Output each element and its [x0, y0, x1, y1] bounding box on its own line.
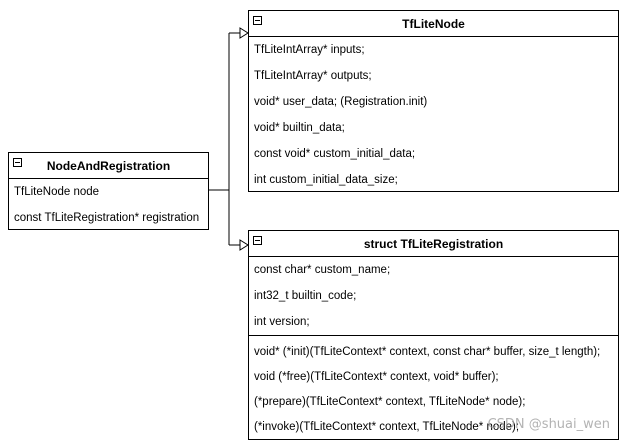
field-row: TfLiteIntArray* inputs;: [254, 44, 365, 56]
tflite-node-class[interactable]: TfLiteNode TfLiteIntArray* inputs; TfLit…: [248, 10, 619, 192]
field-row: TfLiteIntArray* outputs;: [254, 70, 372, 82]
tflite-node-header[interactable]: TfLiteNode: [249, 11, 618, 37]
node-and-registration-class[interactable]: NodeAndRegistration TfLiteNode node cons…: [8, 152, 209, 230]
field-row: const void* custom_initial_data;: [254, 148, 416, 160]
field-row: int version;: [254, 316, 310, 328]
tflite-registration-title: struct TfLiteRegistration: [363, 236, 504, 251]
field-row: void* builtin_data;: [254, 122, 345, 134]
registration-fields: const char* custom_name; int32_t builtin…: [249, 257, 618, 335]
collapse-icon[interactable]: [13, 158, 22, 167]
field-row: int32_t builtin_code;: [254, 290, 357, 302]
field-row: void* user_data; (Registration.init): [254, 96, 428, 108]
node-and-registration-header[interactable]: NodeAndRegistration: [9, 153, 208, 179]
watermark: CSDN @shuai_wen: [487, 417, 610, 432]
node-and-registration-title: NodeAndRegistration: [46, 158, 171, 173]
field-row: TfLiteNode node: [14, 186, 100, 198]
method-row: void* (*init)(TfLiteContext* context, co…: [254, 346, 601, 358]
method-row: (*invoke)(TfLiteContext* context, TfLite…: [254, 421, 520, 433]
arrow-head-to-registration: [239, 239, 249, 251]
field-row: const TfLiteRegistration* registration: [14, 212, 200, 224]
field-row: const char* custom_name;: [254, 264, 391, 276]
tflite-node-title: TfLiteNode: [402, 16, 465, 31]
collapse-icon[interactable]: [253, 16, 262, 25]
method-row: void (*free)(TfLiteContext* context, voi…: [254, 371, 499, 383]
arrow-head-to-node: [239, 27, 249, 39]
tflite-registration-header[interactable]: struct TfLiteRegistration: [249, 231, 618, 257]
registration-methods: void* (*init)(TfLiteContext* context, co…: [249, 335, 618, 440]
tflite-registration-class[interactable]: struct TfLiteRegistration const char* cu…: [248, 230, 619, 440]
collapse-icon[interactable]: [253, 236, 262, 245]
method-row: (*prepare)(TfLiteContext* context, TfLit…: [254, 396, 526, 408]
field-row: int custom_initial_data_size;: [254, 174, 398, 186]
